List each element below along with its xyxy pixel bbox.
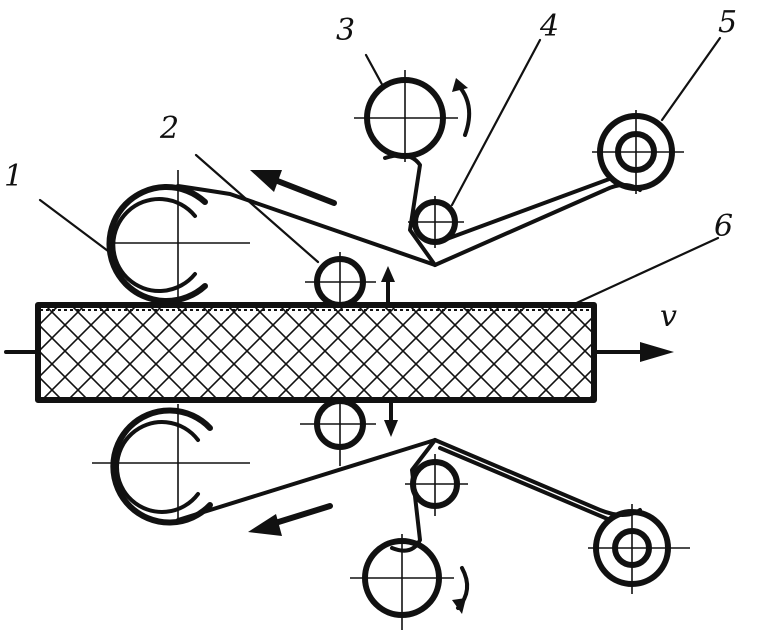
label-3: 3 xyxy=(336,13,355,48)
upper-tape-from-drum xyxy=(176,184,437,267)
lower-drum xyxy=(92,404,250,526)
lower-press-arrow-head xyxy=(384,420,398,437)
leader-line-1 xyxy=(38,198,114,256)
upper-direction-arrow-shaft xyxy=(272,177,337,206)
upper-supply-reel xyxy=(354,70,472,162)
leader-line-3 xyxy=(364,53,386,90)
lower-pressure-roller xyxy=(300,398,398,466)
velocity-arrow-head xyxy=(640,342,674,362)
leader-line-4 xyxy=(450,38,542,207)
lower-tape-to-takeup xyxy=(433,438,642,517)
lower-direction-arrow-shaft xyxy=(269,503,333,527)
upper-tape-to-takeup xyxy=(433,183,642,267)
leader-line-5 xyxy=(660,36,722,122)
lower-rotation-arrow-head xyxy=(452,598,466,614)
lower-tape-from-drum xyxy=(176,438,437,522)
lower-tape-to-supply xyxy=(390,438,437,553)
upper-drum-outer xyxy=(106,184,208,304)
plate-hatch xyxy=(38,305,594,400)
upper-guide-roller xyxy=(408,196,464,248)
label-velocity: v xyxy=(660,299,677,334)
upper-direction-arrow-head xyxy=(250,170,282,192)
upper-rotation-arrow-head xyxy=(452,78,468,92)
leader-line-6 xyxy=(568,236,720,308)
upper-pressure-roller xyxy=(305,252,395,308)
label-6: 6 xyxy=(714,209,733,244)
label-2: 2 xyxy=(159,111,179,146)
lower-drum-inner xyxy=(115,420,200,514)
upper-tape-liner xyxy=(442,176,614,242)
label-5: 5 xyxy=(718,5,737,40)
upper-press-arrow-head xyxy=(381,266,395,282)
upper-tape-to-supply xyxy=(383,153,437,267)
leader-line-2 xyxy=(194,153,320,264)
lower-direction-arrow-head xyxy=(248,514,282,536)
upper-rotation-arrow-arc xyxy=(456,83,472,137)
label-1: 1 xyxy=(4,159,23,194)
lower-tape-liner xyxy=(438,446,612,522)
lower-drum-outer xyxy=(110,407,213,526)
workpiece-plate xyxy=(35,302,597,403)
upper-drum xyxy=(106,170,250,304)
label-4: 4 xyxy=(539,9,559,44)
upper-drum-inner xyxy=(111,197,197,293)
